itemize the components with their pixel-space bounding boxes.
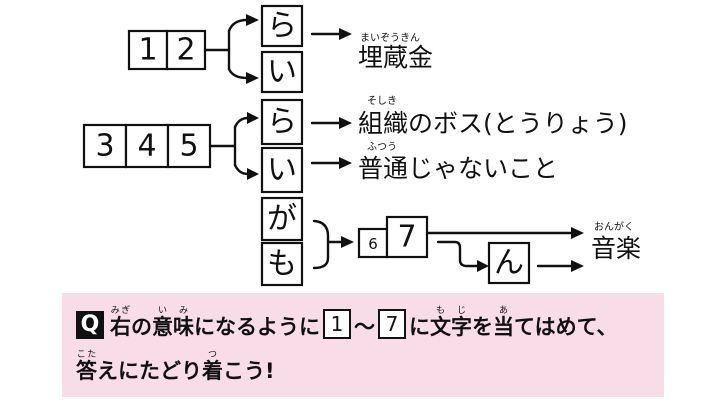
group1-arrow-head-bottom bbox=[246, 72, 259, 84]
group1-answer-arrow-head bbox=[339, 28, 352, 40]
question-word-kota: 答こた bbox=[76, 350, 97, 383]
group2-answer-bottom: 普通じゃないこと bbox=[358, 154, 558, 183]
question-word-moji: 文字もじ bbox=[430, 306, 472, 339]
group1-branch-bottom bbox=[227, 67, 249, 80]
group3-step-arrow bbox=[436, 240, 480, 268]
group2-digit-box-3 bbox=[82, 123, 128, 169]
question-box-7: 7 bbox=[378, 309, 406, 339]
question-line-1: Q 右みぎ の 意味いみ になるように 1 〜 7 に 文字もじ を 当あ ては… bbox=[76, 303, 618, 341]
question-word-tsu: 着つ bbox=[202, 350, 223, 383]
group2-kana-i: い bbox=[267, 153, 297, 188]
group1-kana-ra: ら bbox=[267, 9, 297, 44]
group1-digit-box-2 bbox=[165, 29, 207, 71]
group1-answer: 埋蔵金 bbox=[358, 43, 433, 72]
group2-kana-box-i bbox=[260, 146, 304, 194]
group2-kana-ra: ら bbox=[267, 105, 297, 140]
group3-kana-box-ga bbox=[260, 196, 304, 242]
group2-digit-4: 4 bbox=[137, 129, 156, 164]
group1-digit-box-1 bbox=[127, 29, 169, 71]
group3-step-arrow-head bbox=[477, 260, 489, 272]
group2-answer-bottom-ruby: ふつう bbox=[367, 141, 397, 153]
question-word-a: 当あ bbox=[493, 306, 514, 339]
group3-n-arrow-head bbox=[571, 260, 584, 272]
group2: 3 4 5 ら い そしき 組織のボス(とうりょう) ふつう 普通じゃないこと bbox=[82, 95, 628, 194]
question-text-4: を bbox=[472, 315, 493, 339]
group3-kana-ga: が bbox=[267, 202, 297, 237]
question-text-2: になるように bbox=[194, 315, 320, 339]
group2-branch-top bbox=[233, 116, 250, 129]
group3-arrow-head bbox=[341, 236, 354, 248]
group3-kana-box-mo bbox=[260, 241, 304, 287]
group1-digit-2: 2 bbox=[176, 33, 195, 68]
group3-digit-6: 6 bbox=[368, 235, 378, 253]
group3-digit-7: 7 bbox=[397, 220, 416, 255]
group3-long-arrow-head bbox=[571, 227, 584, 239]
group1-answer-ruby: まいぞうきん bbox=[360, 32, 420, 44]
group3: が も 6 7 ん おんがく 音楽 bbox=[260, 196, 641, 287]
group1-digit-1: 1 bbox=[138, 33, 157, 68]
question-text-6: えにたどり bbox=[97, 359, 202, 383]
group1-branch-top bbox=[227, 18, 249, 33]
group1-arrow-head-top bbox=[246, 14, 259, 26]
group1: 1 2 ら い まいぞうきん 埋蔵金 bbox=[127, 4, 433, 94]
puzzle-diagram: 1 2 ら い まいぞうきん 埋蔵金 3 4 5 ら い そ bbox=[82, 4, 641, 287]
group3-bracket bbox=[312, 219, 344, 270]
group2-answer-top-ruby: そしき bbox=[367, 95, 397, 107]
question-text-5: てはめて、 bbox=[514, 315, 618, 339]
question-box-1: 1 bbox=[323, 309, 351, 339]
group2-kana-box-ra bbox=[260, 98, 304, 146]
group2-answer-arrow-head-bottom bbox=[339, 157, 352, 169]
group2-digit-5: 5 bbox=[179, 129, 198, 164]
group1-kana-i: い bbox=[267, 55, 297, 90]
group2-branch-bottom bbox=[233, 163, 250, 176]
question-word-imi: 意味いみ bbox=[152, 306, 194, 339]
group2-digit-3: 3 bbox=[95, 129, 114, 164]
group2-branch bbox=[208, 125, 237, 167]
group2-digit-box-5 bbox=[166, 123, 212, 169]
group3-kana-n: ん bbox=[494, 246, 524, 281]
question-badge: Q bbox=[76, 311, 104, 339]
group2-answer-top: 組織のボス(とうりょう) bbox=[358, 109, 628, 138]
group2-arrow-head-bottom bbox=[247, 168, 259, 180]
group2-answer-arrow-head-top bbox=[339, 117, 352, 129]
question-word-migi: 右みぎ bbox=[110, 306, 131, 339]
group2-digit-box-4 bbox=[124, 123, 170, 169]
question-text-3: に bbox=[409, 315, 430, 339]
question-text-1: の bbox=[131, 315, 152, 339]
group2-arrow-head-top bbox=[247, 112, 259, 124]
question-panel: Q 右みぎ の 意味いみ になるように 1 〜 7 に 文字もじ を 当あ ては… bbox=[62, 293, 664, 397]
group3-answer-ruby: おんがく bbox=[594, 220, 634, 233]
question-line-2: 答こた えにたどり 着つ こう! bbox=[76, 347, 275, 385]
group1-branch bbox=[203, 29, 231, 71]
group3-kana-mo: も bbox=[267, 247, 297, 282]
group3-digit-box-6 bbox=[357, 227, 389, 259]
group3-answer: 音楽 bbox=[591, 234, 641, 263]
question-text-7: こう! bbox=[223, 359, 275, 383]
group1-kana-box-i bbox=[260, 50, 304, 94]
group1-kana-box-ra bbox=[260, 4, 304, 48]
group3-digit-box-7 bbox=[385, 215, 429, 259]
group3-kana-box-n bbox=[487, 241, 531, 285]
question-tilde: 〜 bbox=[354, 315, 375, 339]
